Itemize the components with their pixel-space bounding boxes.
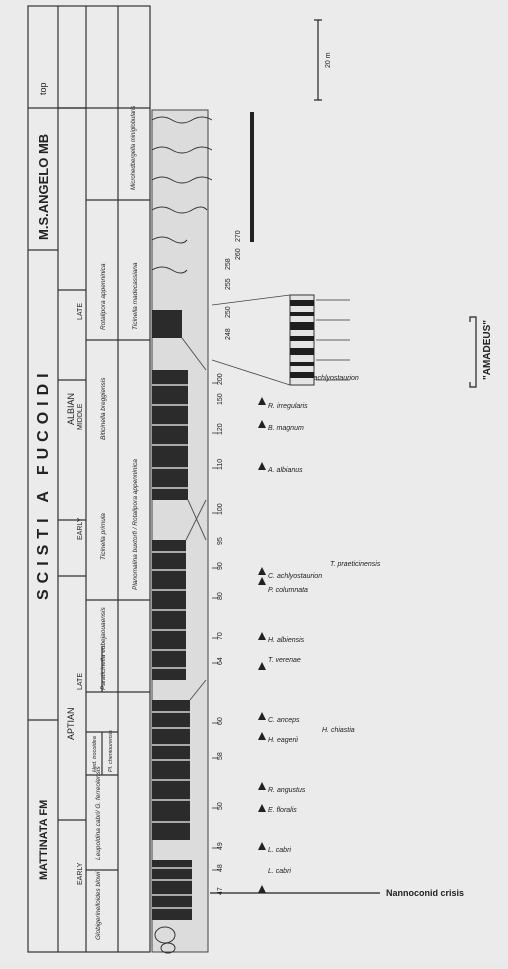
amadeus-label: "AMADEUS" (482, 320, 493, 380)
msangelo-bar (250, 112, 254, 242)
formation-msangelo: M.S.ANGELO MB (36, 134, 51, 240)
level-64: 64 (217, 657, 224, 665)
level-110: 110 (217, 459, 224, 470)
substage-aptian-early: EARLY (77, 862, 84, 885)
stage-aptian: APTIAN (66, 707, 76, 740)
level-200: 200 (217, 373, 224, 385)
level-95: 95 (217, 537, 224, 545)
level-120: 120 (217, 423, 224, 435)
level-150: 150 (217, 393, 224, 405)
level-90: 90 (217, 562, 224, 570)
event-c-anceps: C. anceps (268, 717, 300, 724)
event-l-cabri-1: L. cabri (268, 868, 291, 875)
zone-8: Biticinella breggiensis (100, 377, 107, 440)
event-t-verenae: T. verenae (268, 657, 301, 664)
level-47: 47 (217, 887, 224, 895)
column-table (27, 5, 151, 953)
substage-albian-late: LATE (77, 303, 84, 320)
bioevents: L. cabri L. cabri E. floralis R. angustu… (258, 370, 381, 893)
level-100: 100 (217, 503, 224, 515)
level-270: 270 (235, 230, 242, 242)
event-l-cabri-2: L. cabri (268, 847, 291, 854)
event-e-floralis: E. floralis (268, 807, 297, 814)
event-c-achlyostaurion: C. achlyostaurion (268, 573, 322, 580)
formation-scisti: SCISTI A FUCOIDI (35, 367, 52, 600)
level-50: 50 (217, 802, 224, 810)
zone-16: Ticinella madecassiana (132, 262, 139, 330)
event-p-columnata: P. columnata (268, 587, 308, 594)
zone-3: Hed. trocoidea (92, 736, 98, 772)
zone-2: Leupoldina cabri/ G. ferreolensis (95, 766, 102, 860)
stage-albian: ALBIAN (66, 393, 76, 425)
event-h-chiastia: H. chiastia (322, 727, 355, 734)
event-r-irregularis: R. irregularis (268, 403, 308, 410)
level-250: 250 (225, 306, 232, 318)
lithology-column (151, 109, 213, 954)
crisis-label: Nannoconid crisis (386, 888, 464, 898)
substage-albian-early: EARLY (77, 517, 84, 540)
event-b-magnum: B. magnum (268, 425, 304, 432)
zone-9: Rotalipora appenninica (100, 263, 107, 330)
top-label: top (38, 82, 48, 95)
event-h-albiensis: H. albiensis (268, 637, 305, 644)
zone-4: Pl. cheniourensis (108, 730, 114, 772)
zone-13: Planomalina buxtorfi / Rotalipora appenn… (132, 459, 139, 590)
level-260: 260 (235, 248, 242, 260)
zone-5: Paraticinella eubejaouaensis (100, 606, 107, 690)
scale-bar: 20 m (314, 19, 332, 101)
zone-1: Globigerinelloides blowi (95, 871, 102, 940)
zone-7: Ticinella primula (100, 513, 107, 560)
event-t-praeticinensis: T. praeticinensis (330, 561, 381, 568)
scale-label: 20 m (325, 52, 332, 68)
level-255: 255 (225, 278, 232, 290)
level-258: 258 (225, 258, 232, 270)
level-49: 49 (217, 842, 224, 850)
zone-17: Microhedbergella miniglobularis (131, 106, 137, 190)
level-80: 80 (217, 592, 224, 600)
event-p-achlyostaurion: P. achlyostaurion (306, 375, 359, 382)
level-70: 70 (217, 632, 224, 640)
event-a-albianus: A. albianus (267, 467, 303, 474)
formation-mattinata: MATTINATA FM (38, 800, 50, 880)
level-60: 60 (217, 717, 224, 725)
substage-aptian-late: LATE (77, 673, 84, 690)
level-248: 248 (225, 328, 232, 340)
event-h-eagerii: H. eagerii (268, 737, 298, 744)
level-58: 58 (217, 752, 224, 760)
amadeus-detail: "AMADEUS" (211, 294, 493, 388)
substage-albian-middle: MIDDLE (77, 403, 84, 430)
level-labels: 47 48 49 50 58 60 64 70 80 90 95 100 110… (217, 230, 242, 895)
level-48: 48 (217, 864, 224, 872)
event-r-angustus: R. angustus (268, 787, 306, 794)
